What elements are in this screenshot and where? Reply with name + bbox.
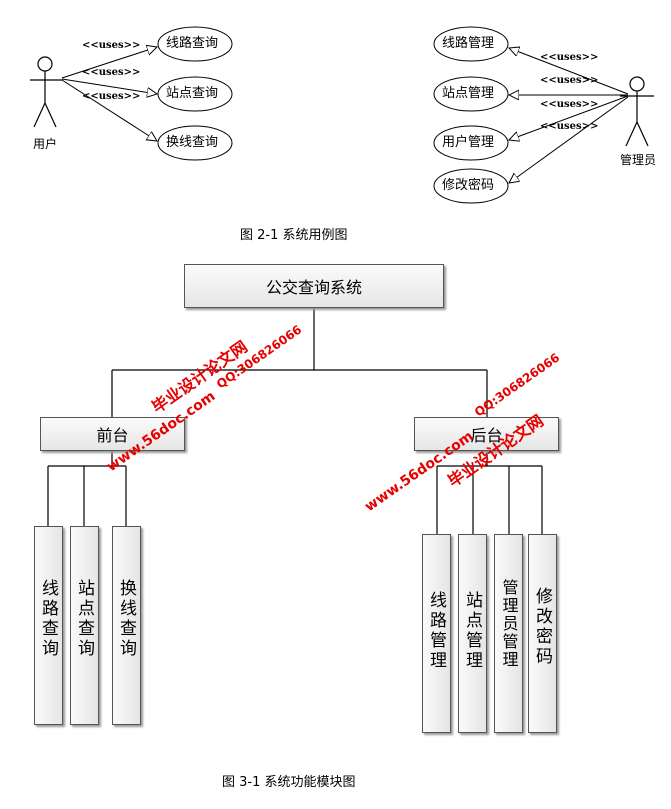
front-submodule-label: 站点查询 bbox=[74, 579, 94, 659]
front-submodule-label: 线路查询 bbox=[38, 579, 58, 659]
front-submodule-stop-query: 站点查询 bbox=[70, 526, 99, 725]
front-submodule-label: 换线查询 bbox=[116, 579, 136, 659]
module-tree-lines bbox=[47, 308, 543, 534]
uses-label: <<uses>> bbox=[82, 67, 141, 78]
front-module-box: 前台 bbox=[40, 417, 185, 451]
uses-label: <<uses>> bbox=[82, 40, 141, 51]
user-case-ellipses bbox=[157, 26, 233, 161]
back-submodule-label: 站点管理 bbox=[462, 591, 482, 671]
use-case-change-password: 修改密码 bbox=[442, 178, 495, 193]
root-module-label: 公交查询系统 bbox=[265, 278, 362, 297]
use-case-route-manage: 线路管理 bbox=[442, 36, 495, 51]
user-association-arrows bbox=[61, 47, 157, 141]
user-actor-label: 用户 bbox=[33, 137, 58, 151]
use-case-route-query: 线路查询 bbox=[166, 36, 219, 51]
back-submodule-stop-manage: 站点管理 bbox=[458, 534, 487, 733]
back-submodule-admin-manage: 管理员管理 bbox=[494, 534, 523, 733]
admin-case-ellipses bbox=[433, 26, 509, 204]
uses-label: <<uses>> bbox=[540, 121, 599, 132]
admin-actor-icon bbox=[620, 76, 654, 147]
front-module-label: 前台 bbox=[96, 426, 129, 445]
root-module-box: 公交查询系统 bbox=[184, 264, 444, 308]
admin-actor-label: 管理员 bbox=[620, 153, 657, 167]
back-submodule-route-manage: 线路管理 bbox=[422, 534, 451, 733]
uses-label: <<uses>> bbox=[540, 99, 599, 110]
back-submodule-label: 线路管理 bbox=[426, 591, 446, 671]
user-actor-icon bbox=[30, 56, 62, 128]
back-module-label: 后台 bbox=[470, 426, 503, 445]
uses-label: <<uses>> bbox=[82, 91, 141, 102]
figure2-caption: 图 3-1 系统功能模块图 bbox=[222, 775, 356, 790]
use-case-stop-query: 站点查询 bbox=[166, 86, 219, 101]
uses-label: <<uses>> bbox=[540, 75, 599, 86]
use-case-stop-manage: 站点管理 bbox=[442, 86, 495, 101]
use-case-transfer-query: 换线查询 bbox=[166, 135, 219, 150]
back-submodule-change-password: 修改密码 bbox=[528, 534, 557, 733]
back-submodule-label: 修改密码 bbox=[532, 587, 552, 667]
use-case-user-manage: 用户管理 bbox=[442, 135, 495, 150]
uses-label: <<uses>> bbox=[540, 52, 599, 63]
back-submodule-label: 管理员管理 bbox=[499, 579, 519, 669]
front-submodule-transfer-query: 换线查询 bbox=[112, 526, 141, 725]
figure1-caption: 图 2-1 系统用例图 bbox=[240, 228, 348, 243]
front-submodule-route-query: 线路查询 bbox=[34, 526, 63, 725]
admin-association-arrows bbox=[509, 48, 629, 183]
back-module-box: 后台 bbox=[414, 417, 559, 451]
